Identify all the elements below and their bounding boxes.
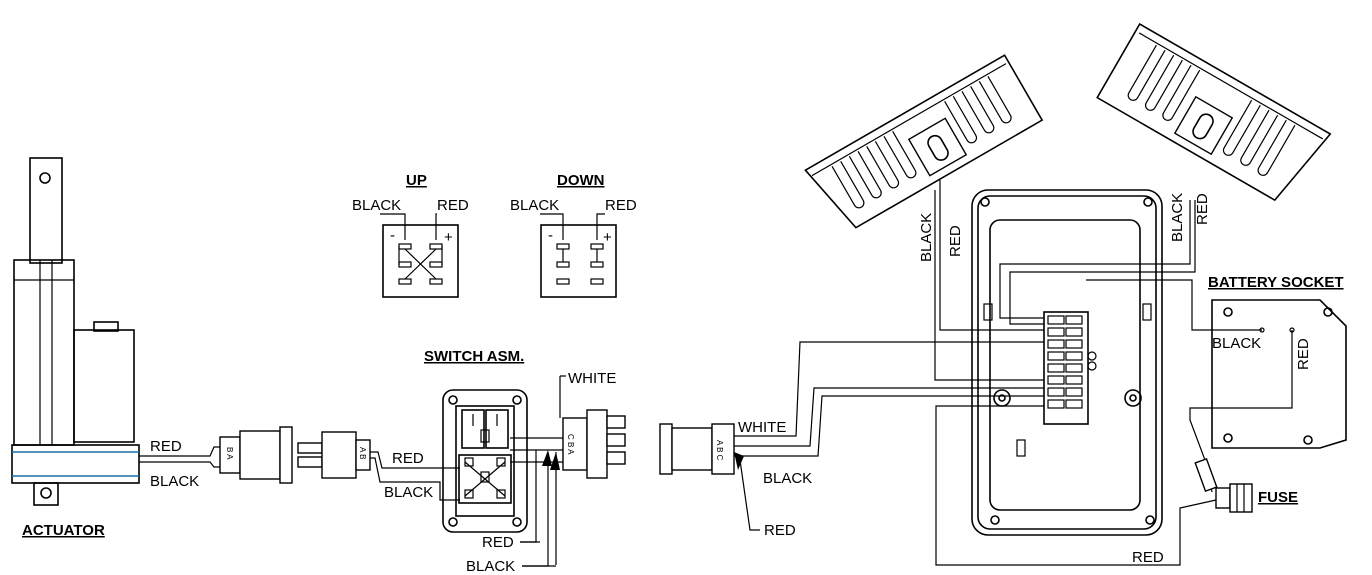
harness-connector: A B [297, 431, 371, 479]
fuse: FUSE RED [935, 405, 1298, 566]
actuator-label: ACTUATOR [22, 522, 105, 539]
actuator-connector-pins: B A [225, 447, 234, 460]
harness-black-label: BLACK [384, 484, 433, 501]
actuator-black-label: BLACK [150, 473, 199, 490]
control-box [971, 189, 1163, 536]
control-box-black-label: BLACK [763, 470, 812, 487]
down-black-label: BLACK [510, 197, 559, 214]
up-switch-schematic: UP BLACK RED - + [352, 172, 469, 298]
control-box-white-label: WHITE [738, 419, 786, 436]
fuse-label: FUSE [1258, 489, 1298, 506]
switch-asm-wires: RED BLACK [466, 437, 563, 575]
mount-wires: BLACK RED BLACK RED [918, 180, 1211, 381]
control-box-connector-pins: A B C [715, 440, 724, 461]
right-mount-red-label: RED [1194, 193, 1211, 225]
up-minus: - [390, 227, 395, 244]
down-label: DOWN [557, 172, 605, 189]
actuator-red-label: RED [150, 438, 182, 455]
switch-asm-black-label: BLACK [466, 558, 515, 575]
left-mount-bracket [804, 54, 1044, 229]
harness-connector-pins: A B [358, 447, 367, 459]
harness-red-label: RED [392, 450, 424, 467]
control-box-red-label: RED [764, 522, 796, 539]
up-red-label: RED [437, 197, 469, 214]
switch-assembly: SWITCH ASM. [424, 348, 528, 533]
actuator-drawing: ACTUATOR [11, 157, 140, 539]
down-switch-schematic: DOWN BLACK RED - + [510, 172, 637, 298]
battery-socket: BATTERY SOCKET BLACK RED [1086, 274, 1347, 493]
right-mount-black-label: BLACK [1169, 193, 1186, 242]
up-plus: + [444, 229, 453, 246]
left-mount-black-label: BLACK [918, 213, 935, 262]
up-label: UP [406, 172, 427, 189]
control-box-wires: WHITE BLACK RED [734, 341, 1044, 539]
switch-asm-connector-pins: C B A [566, 434, 575, 455]
switch-asm-label: SWITCH ASM. [424, 348, 524, 365]
battery-socket-label: BATTERY SOCKET [1208, 274, 1344, 291]
down-red-label: RED [605, 197, 637, 214]
fuse-red-label: RED [1132, 549, 1164, 566]
switch-asm-white-label: WHITE [568, 370, 616, 387]
actuator-leads: RED BLACK [139, 438, 220, 490]
switch-asm-connector: C B A WHITE [559, 370, 626, 479]
right-mount-bracket [1096, 22, 1332, 202]
control-box-connector: A B C [659, 423, 735, 475]
switch-asm-red-label: RED [482, 534, 514, 551]
actuator-connector: B A [219, 426, 293, 484]
left-mount-red-label: RED [947, 225, 964, 257]
battery-black-label: BLACK [1212, 335, 1261, 352]
down-plus: + [603, 229, 612, 246]
up-black-label: BLACK [352, 197, 401, 214]
harness-wires: RED BLACK [370, 450, 460, 501]
down-minus: - [548, 227, 553, 244]
battery-red-label: RED [1295, 338, 1312, 370]
